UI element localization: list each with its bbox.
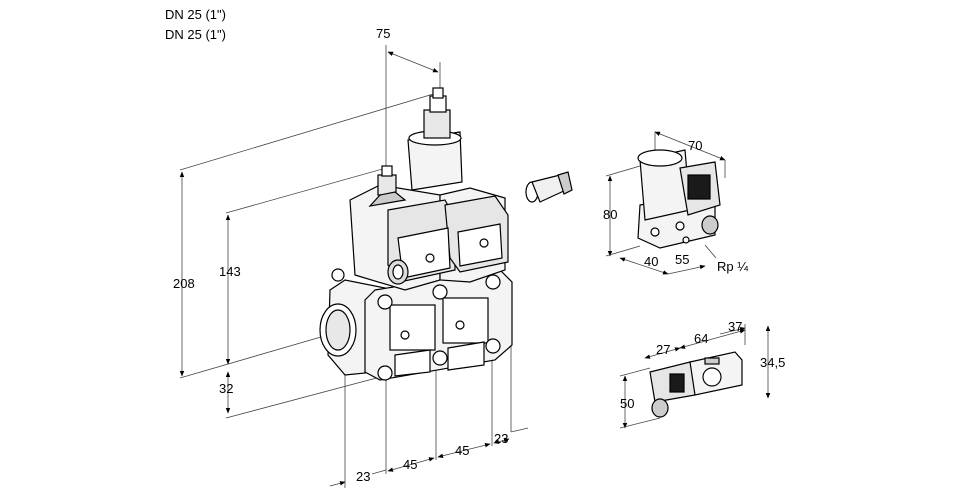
- dim-switch-c: 37: [728, 319, 743, 334]
- cable-gland: [525, 171, 573, 203]
- switch-dimension-lines: [619, 324, 771, 429]
- dim-thread-size: Rp ¼: [717, 259, 749, 274]
- bolt-heads: [331, 268, 501, 381]
- dim-low-height: 32: [219, 381, 234, 396]
- actuator-dimension-lines: [605, 131, 726, 275]
- nominal-size-label-2: DN 25 (1"): [165, 27, 226, 42]
- dim-actuator-height: 80: [603, 207, 618, 222]
- valve-body: [319, 269, 513, 381]
- main-dimension-lines: [179, 45, 529, 488]
- dim-width-23-left: 23: [356, 469, 371, 484]
- switch-detail: [649, 351, 743, 418]
- actuator-detail: [637, 149, 721, 249]
- dim-actuator-depth-a: 40: [644, 254, 659, 269]
- pressure-regulator: [368, 87, 463, 207]
- dim-switch-d: 34,5: [760, 355, 786, 370]
- dim-actuator-width: 70: [688, 138, 703, 153]
- dim-switch-e: 50: [620, 396, 635, 411]
- dim-total-height: 208: [173, 276, 195, 291]
- dim-width-45-b: 45: [455, 443, 470, 458]
- solenoid-housings: [349, 184, 509, 291]
- dim-mid-height: 143: [219, 264, 241, 279]
- dim-top-width: 75: [376, 26, 391, 41]
- dim-switch-b: 64: [694, 331, 709, 346]
- dim-width-45-a: 45: [403, 457, 418, 472]
- dim-switch-a: 27: [656, 342, 671, 357]
- dim-width-23-right: 23: [494, 431, 509, 446]
- dim-actuator-depth-b: 55: [675, 252, 690, 267]
- nominal-size-label-1: DN 25 (1"): [165, 7, 226, 22]
